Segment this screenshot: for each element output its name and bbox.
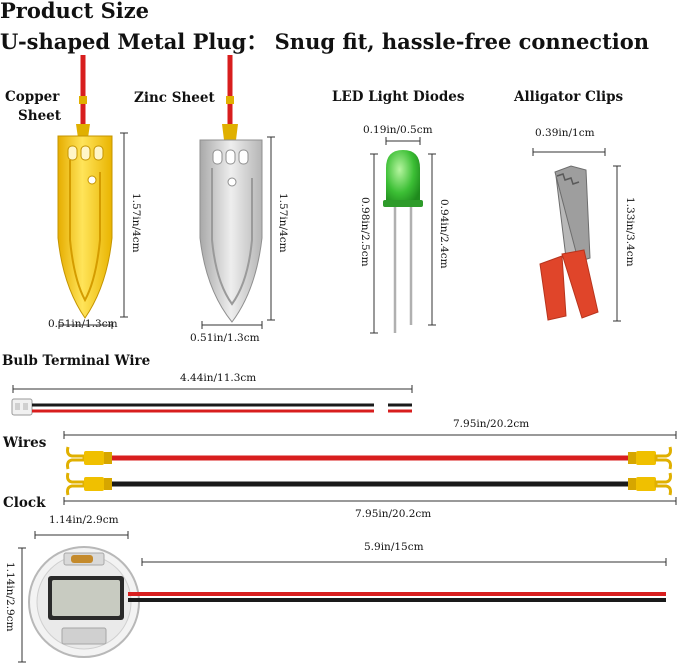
page-subtitle: U-shaped Metal Plug： Snug fit, hassle-fr… bbox=[0, 29, 650, 54]
copper-width-dim: 0.51in/1.3cm bbox=[48, 318, 118, 330]
wire-bottom-length-dim: 7.95in/20.2cm bbox=[355, 508, 432, 520]
copper-sheet bbox=[57, 55, 113, 319]
led-diode bbox=[383, 150, 423, 333]
clock-wire-length-dim: 5.9in/15cm bbox=[364, 541, 424, 553]
black-spade-wire bbox=[66, 472, 672, 496]
wire-top-length-dim: 7.95in/20.2cm bbox=[453, 418, 530, 430]
page-title: Product Size bbox=[0, 0, 150, 23]
clips-label: Alligator Clips bbox=[514, 89, 624, 105]
wires-label: Wires bbox=[3, 435, 47, 451]
bulb-wire-length-dim: 4.44in/11.3cm bbox=[180, 372, 257, 384]
bulb-wire-label: Bulb Terminal Wire bbox=[2, 353, 151, 369]
copper-label-line2: Sheet bbox=[18, 108, 61, 124]
alligator-clip bbox=[539, 165, 599, 321]
zinc-width-dim: 0.51in/1.3cm bbox=[190, 332, 260, 344]
clock-module bbox=[28, 546, 666, 658]
clips-width-dim: 0.39in/1cm bbox=[535, 127, 595, 139]
clock-width-dim: 1.14in/2.9cm bbox=[49, 514, 119, 526]
red-spade-wire bbox=[66, 446, 672, 470]
led-width-dim: 0.19in/0.5cm bbox=[363, 124, 433, 136]
copper-label-line1: Copper bbox=[5, 89, 60, 105]
zinc-label: Zinc Sheet bbox=[134, 90, 215, 106]
clock-label: Clock bbox=[3, 495, 46, 511]
bulb-terminal-wire bbox=[11, 398, 412, 416]
dimension-lines bbox=[12, 132, 677, 663]
led-label: LED Light Diodes bbox=[332, 89, 465, 105]
zinc-sheet bbox=[199, 55, 263, 323]
